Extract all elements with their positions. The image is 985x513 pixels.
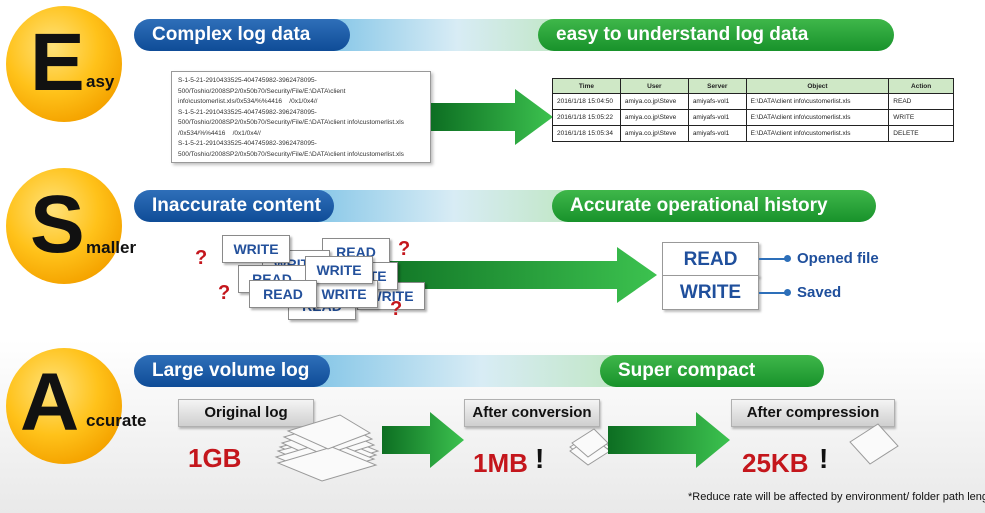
log-table-header: Server: [687, 78, 747, 94]
question-mark: ?: [390, 298, 403, 320]
single-sheet-icon: [849, 423, 899, 465]
result-label-opened: Opened file: [797, 250, 879, 267]
question-mark: ?: [195, 247, 208, 269]
connector-dot: [784, 255, 791, 262]
small-paper-stack-icon: [569, 428, 611, 466]
table-cell: 2016/1/18 15:05:22: [552, 109, 621, 126]
table-row: 2016/1/18 15:05:34 amiya.co.jp\Steve ami…: [552, 125, 954, 142]
accurate-right-pill: Super compact: [600, 355, 824, 387]
smaller-left-pill: Inaccurate content: [134, 190, 334, 222]
table-cell: E:\DATA\client info\customerlist.xls: [745, 109, 890, 126]
exclamation-mark: !: [819, 443, 829, 474]
smaller-circle: [6, 168, 122, 284]
conversion-arrow: [382, 412, 464, 468]
log-table-header: Action: [888, 78, 954, 94]
connector-line: [759, 258, 785, 260]
table-cell: amiyafs-vol1: [687, 93, 747, 110]
log-table: Time User Server Object Action 2016/1/18…: [552, 78, 954, 142]
accurate-letter: A: [20, 357, 80, 448]
table-cell: E:\DATA\client info\customerlist.xls: [745, 93, 890, 110]
easy-arrow: [431, 89, 553, 145]
connector-line: [759, 292, 785, 294]
scattered-card: WRITE: [310, 280, 378, 308]
smaller-suffix: maller: [86, 238, 137, 257]
easy-suffix: asy: [86, 72, 115, 91]
easy-circle: [6, 6, 122, 122]
accurate-gradient-band: [300, 355, 630, 387]
table-row: 2016/1/18 15:05:22 amiya.co.jp\Steve ami…: [552, 109, 954, 126]
paper-stack-icon: [274, 414, 380, 482]
table-cell: READ: [888, 93, 954, 110]
raw-log-text: S-1-5-21-2910433525-404745982-3962478095…: [171, 71, 431, 163]
stage-label-compression: After compression: [731, 399, 895, 427]
table-cell: E:\DATA\client info\customerlist.xls: [745, 125, 890, 142]
log-table-header: User: [619, 78, 689, 94]
stage-label-original: Original log: [178, 399, 314, 427]
smaller-gradient-band: [300, 190, 580, 222]
size-compression: 25KB: [742, 448, 809, 478]
table-cell: WRITE: [888, 109, 954, 126]
scattered-card: WRITE: [222, 235, 290, 263]
table-cell: amiyafs-vol1: [687, 109, 747, 126]
log-table-header-row: Time User Server Object Action: [552, 78, 954, 94]
smaller-right-pill: Accurate operational history: [552, 190, 876, 222]
table-cell: DELETE: [888, 125, 954, 142]
result-box-read: READ: [662, 242, 759, 277]
table-cell: 2016/1/18 15:04:50: [552, 93, 621, 110]
table-cell: amiya.co.jp\Steve: [619, 125, 689, 142]
smaller-arrow: [355, 247, 657, 303]
easy-right-pill: easy to understand log data: [538, 19, 894, 51]
stage-label-conversion: After conversion: [464, 399, 600, 427]
result-box-write: WRITE: [662, 275, 759, 310]
table-row: 2016/1/18 15:04:50 amiya.co.jp\Steve ami…: [552, 93, 954, 110]
accurate-suffix: ccurate: [86, 411, 147, 430]
table-cell: amiya.co.jp\Steve: [619, 93, 689, 110]
easy-letter: E: [30, 17, 85, 108]
accurate-left-pill: Large volume log: [134, 355, 330, 387]
size-original: 1GB: [188, 443, 242, 473]
log-table-header: Time: [552, 78, 621, 94]
table-cell: 2016/1/18 15:05:34: [552, 125, 621, 142]
table-cell: amiyafs-vol1: [687, 125, 747, 142]
question-mark: ?: [218, 282, 231, 304]
compression-arrow: [608, 412, 730, 468]
result-label-saved: Saved: [797, 284, 842, 301]
question-mark: ?: [398, 238, 411, 260]
log-table-header: Object: [745, 78, 890, 94]
connector-dot: [784, 289, 791, 296]
table-cell: amiya.co.jp\Steve: [619, 109, 689, 126]
footnote: *Reduce rate will be affected by environ…: [688, 491, 985, 503]
size-conversion: 1MB: [473, 448, 528, 478]
smaller-letter: S: [30, 179, 85, 270]
scattered-card: WRITE: [305, 256, 373, 284]
accurate-circle: [6, 348, 122, 464]
scattered-card: READ: [249, 280, 317, 308]
easy-left-pill: Complex log data: [134, 19, 350, 51]
exclamation-mark: !: [535, 443, 545, 474]
easy-gradient-band: [320, 19, 570, 51]
